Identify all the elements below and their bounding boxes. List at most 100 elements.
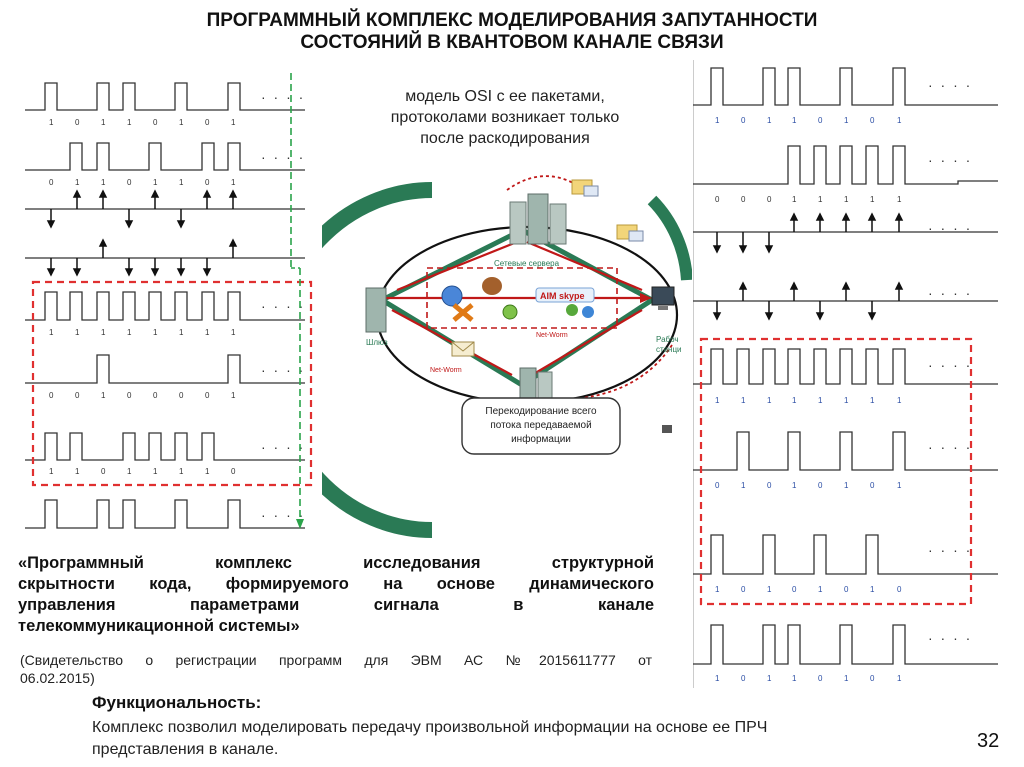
osi-note-line1: модель OSI с ее пакетами,: [405, 88, 605, 105]
right-row1-bit: 1: [792, 116, 797, 125]
left-row6-bit: 0: [75, 391, 80, 400]
right-row3-arrows: [712, 212, 904, 254]
right-row8-bit: 1: [715, 674, 720, 683]
right-row6-bit: 0: [715, 481, 720, 490]
left-row6-waveform: [25, 354, 305, 384]
person-icon: [582, 306, 594, 318]
right-row1-bit: 1: [767, 116, 772, 125]
slide-title-line2: СОСТОЯНИЙ В КВАНТОВОМ КАНАЛЕ СВЯЗИ: [300, 32, 724, 53]
transcode-line3: информации: [511, 433, 571, 445]
green-links: [380, 227, 654, 388]
right-row4-arrows: [712, 281, 904, 321]
ellipsis: · · · ·: [928, 285, 972, 301]
ie-icon: [441, 285, 463, 307]
left-row2-bit: 1: [153, 178, 158, 187]
worm-label-2: Net-Worm: [430, 367, 462, 374]
right-row7-waveform: [693, 534, 998, 575]
left-row2-bit: 0: [127, 178, 132, 187]
right-row6-bit: 0: [870, 481, 875, 490]
left-row7-bit: 1: [179, 467, 184, 476]
left-row6-bit: 0: [205, 391, 210, 400]
ellipsis: · · · ·: [928, 542, 972, 558]
left-row7-waveform: [25, 432, 305, 461]
workstation-icon: [651, 286, 675, 310]
left-row1-bit: 0: [153, 118, 158, 127]
right-row5-bit: 1: [767, 396, 772, 405]
left-signal-panel: 1 0 1 1 0 1 0 1 0 1 1 0 1 1 0 1 1 1 1 1 …: [25, 73, 313, 529]
network-diagram: Сетевые сервера Шлюз Рабоч станци AIM sk…: [322, 175, 692, 538]
left-row2-bit: 1: [101, 178, 106, 187]
left-row1-bit: 1: [127, 118, 132, 127]
left-row7-bit: 1: [127, 467, 132, 476]
leaf-icon: [566, 304, 578, 316]
right-row5-bit: 1: [741, 396, 746, 405]
right-row7-bit: 1: [715, 585, 720, 594]
left-row5-waveform: [25, 291, 305, 321]
left-row6-bit: 0: [127, 391, 132, 400]
left-row7-bit: 1: [153, 467, 158, 476]
functionality-heading: Функциональность:: [92, 693, 262, 712]
gateway-label: Шлюз: [366, 338, 388, 347]
certificate-line3: управления параметрами сигнала в канале: [18, 596, 654, 614]
right-row1-bit: 0: [741, 116, 746, 125]
right-row5-bit: 1: [792, 396, 797, 405]
right-signal-panel: 1 0 1 1 0 1 0 1 0 0 0 1 1 1 1 1 1 1 1 1 …: [693, 60, 998, 688]
right-row7-bit: 0: [792, 585, 797, 594]
ellipsis: · · · ·: [261, 298, 305, 314]
left-row1-waveform: [25, 82, 305, 111]
right-row5-bit: 1: [818, 396, 823, 405]
left-row5-bit: 1: [49, 328, 54, 337]
right-row6-bit: 1: [897, 481, 902, 490]
green-arc-right: [647, 195, 692, 281]
page-number: 32: [977, 730, 1000, 752]
ellipsis: · · · ·: [261, 439, 305, 455]
right-row8-bit: 0: [741, 674, 746, 683]
right-row1-bit: 1: [844, 116, 849, 125]
transcode-box: [461, 397, 621, 455]
left-row7-bit: 1: [49, 467, 54, 476]
right-row8-bit: 1: [792, 674, 797, 683]
right-row1-waveform: [693, 67, 998, 106]
brand-icon-text: AIM skype: [540, 291, 585, 301]
right-row2-bit: 1: [818, 195, 823, 204]
registration-line2: 06.02.2015): [20, 670, 95, 686]
malware-box: [426, 267, 618, 329]
right-row1-bit: 0: [818, 116, 823, 125]
right-row2-waveform: [693, 145, 998, 185]
right-row6-bit: 1: [792, 481, 797, 490]
right-row8-waveform: [693, 624, 998, 665]
ellipsis: · · · ·: [261, 149, 305, 165]
left-row2-bit: 0: [49, 178, 54, 187]
ellipsis: · · · ·: [261, 89, 305, 105]
certificate-block: «Программный комплекс исследования струк…: [18, 553, 654, 637]
ellipsis: · · · ·: [928, 152, 972, 168]
green-flow-arrow: [290, 73, 304, 529]
right-row2-bit: 1: [870, 195, 875, 204]
slide-title: ПРОГРАММНЫЙ КОМПЛЕКС МОДЕЛИРОВАНИЯ ЗАПУТ…: [150, 10, 874, 54]
certificate-line4: телекоммуникационной системы»: [18, 617, 300, 635]
right-row7-bit: 1: [870, 585, 875, 594]
slide-title-line1: ПРОГРАММНЫЙ КОМПЛЕКС МОДЕЛИРОВАНИЯ ЗАПУТ…: [206, 10, 818, 31]
right-row8-bit: 1: [844, 674, 849, 683]
functionality-text-line1: Комплекс позволил моделировать передачу …: [92, 719, 768, 736]
left-row1-bit: 0: [75, 118, 80, 127]
folder-icon: [571, 179, 644, 242]
ellipsis: · · · ·: [928, 630, 972, 646]
left-row2-waveform: [25, 142, 305, 171]
right-row8-bit: 0: [818, 674, 823, 683]
right-row2-bit: 0: [741, 195, 746, 204]
left-row5-bit: 1: [179, 328, 184, 337]
right-row6-bit: 1: [844, 481, 849, 490]
dotted-arrow-top: [506, 175, 578, 191]
right-row7-bit: 0: [844, 585, 849, 594]
red-arrowhead: [640, 293, 652, 303]
green-arc-left: [322, 182, 433, 538]
envelope-icon: [451, 341, 475, 357]
left-row7-bit: 1: [205, 467, 210, 476]
brand-icon: [535, 287, 595, 303]
ellipsis: · · · ·: [261, 362, 305, 378]
right-row1-bit: 1: [715, 116, 720, 125]
left-row6-bit: 1: [231, 391, 236, 400]
right-row6-bit: 0: [818, 481, 823, 490]
right-row6-bit: 1: [741, 481, 746, 490]
